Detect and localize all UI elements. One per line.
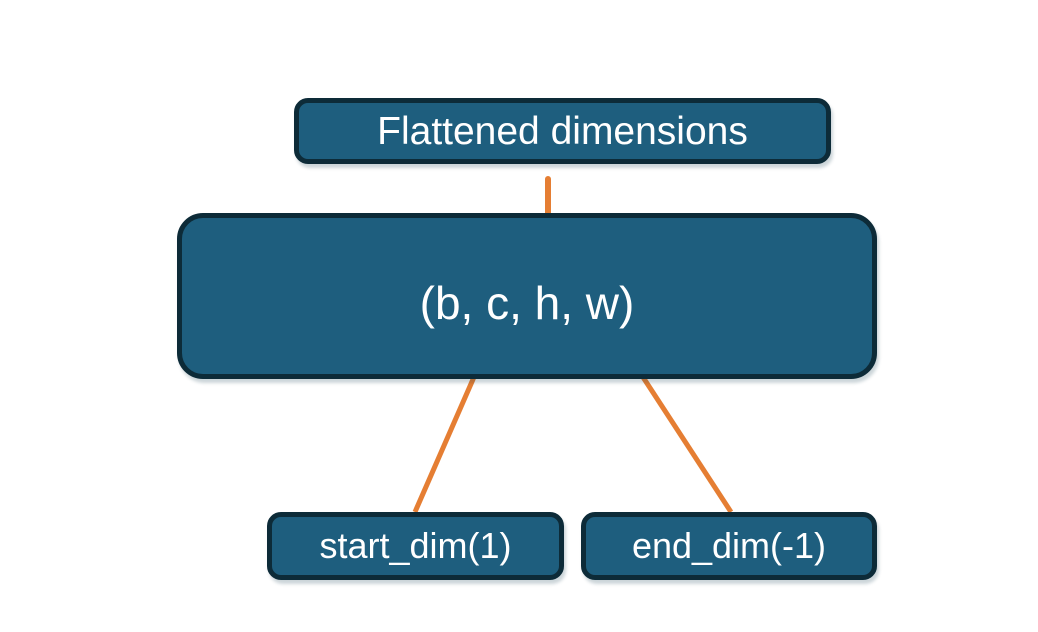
- end-dim-box: end_dim(-1): [581, 512, 877, 580]
- flattened-dimensions-label: Flattened dimensions: [377, 109, 748, 153]
- start-dim-label: start_dim(1): [319, 525, 512, 566]
- tensor-shape-box: (b, c, h, w): [177, 213, 877, 379]
- end-dim-arrow: [617, 338, 734, 514]
- flattened-dimensions-box: Flattened dimensions: [294, 98, 831, 164]
- start-dim-box: start_dim(1): [267, 512, 564, 580]
- start-dim-arrow: [412, 339, 491, 514]
- end-dim-label: end_dim(-1): [631, 525, 827, 566]
- tensor-shape-label: (b, c, h, w): [419, 277, 635, 329]
